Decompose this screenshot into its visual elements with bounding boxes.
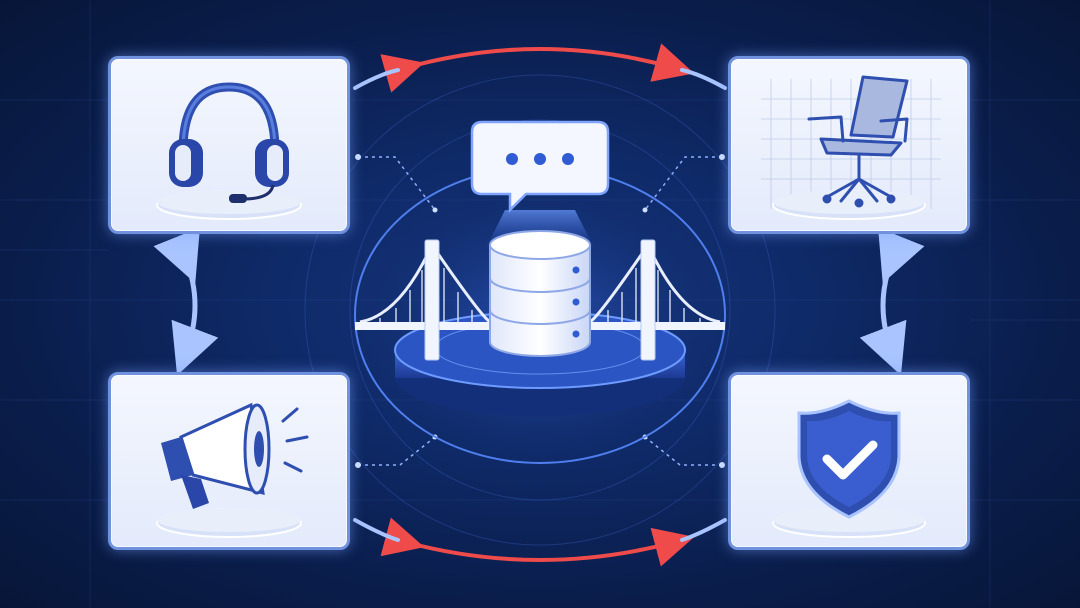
sound-waves-icon (281, 407, 309, 473)
dotted-connectors (358, 156, 722, 466)
headset-icon (169, 82, 289, 203)
database-icon (489, 230, 591, 357)
megaphone-icon (161, 402, 271, 509)
shield-check-icon (797, 399, 901, 519)
top-double-arrow (380, 43, 695, 93)
support-card (108, 56, 350, 234)
right-double-arrow (859, 227, 925, 376)
chat-bubble-icon (470, 120, 610, 214)
left-double-arrow (153, 227, 219, 376)
office-chair-icon (807, 75, 909, 208)
marketing-card (108, 372, 350, 550)
compliance-card (728, 372, 970, 550)
central-hub (340, 110, 740, 470)
facilities-card (728, 56, 970, 234)
bridge-icon (355, 239, 725, 361)
bottom-double-arrow (380, 517, 695, 567)
